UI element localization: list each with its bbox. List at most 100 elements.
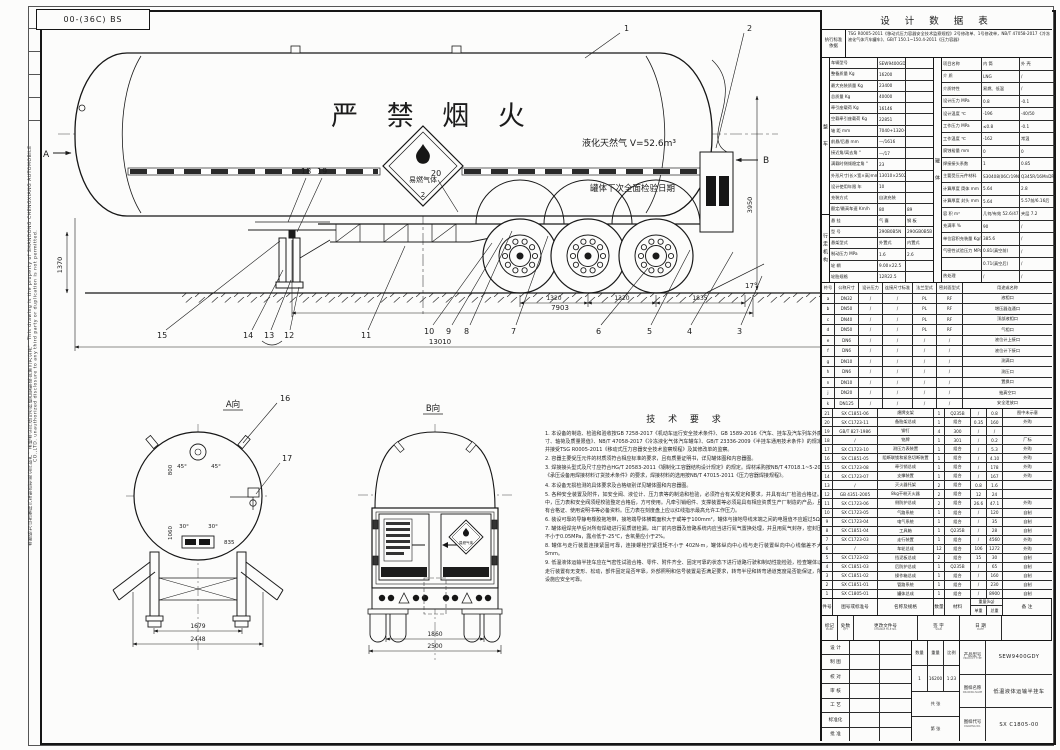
- radial-dim: 1060: [168, 526, 174, 540]
- table-cell: 4560: [987, 535, 1003, 544]
- svg-text:14: 14: [243, 331, 253, 340]
- svg-text:5: 5: [647, 327, 652, 336]
- table-cell: S30408(06Cr19Ni10): [982, 170, 1020, 182]
- table-cell: 0.85: [1021, 161, 1031, 167]
- table-cell: Q235B: [945, 526, 971, 535]
- table-cell: 置换口: [1001, 379, 1014, 385]
- table-cell: 20: [822, 418, 833, 427]
- svg-text:9: 9: [446, 327, 451, 336]
- table-cell: ≤0.8: [982, 120, 1020, 132]
- table-cell: 轴 距 mm: [830, 125, 878, 136]
- table-cell: 106: [971, 544, 987, 553]
- table-cell: 22851: [878, 114, 906, 125]
- table-cell: RF: [937, 325, 963, 335]
- table-cell: 自制: [1023, 509, 1032, 515]
- table-cell: 内置式: [907, 240, 920, 246]
- table-cell: 组合: [945, 418, 971, 427]
- table-cell: 1: [934, 589, 945, 598]
- table-cell: 17: [822, 445, 833, 454]
- tank-data-row: 热处理//: [942, 270, 1055, 282]
- callout-leaders: [165, 32, 763, 346]
- table-cell: SX C1723-10: [833, 445, 878, 454]
- rear-light-bar: [371, 587, 499, 610]
- table-cell: -162: [982, 133, 1020, 145]
- right-panel: 设 计 数 据 表 执行标准 依据 TSG R0005-2011《移动式压力容器…: [820, 10, 1056, 742]
- table-cell: [906, 114, 933, 124]
- table-cell: 组合: [945, 472, 971, 481]
- angle-label: 45°: [211, 464, 221, 470]
- signature-row: 校 对: [822, 669, 911, 685]
- table-cell: DN6: [835, 367, 859, 377]
- table-cell: DN50: [835, 325, 859, 335]
- table-cell: /: [913, 367, 937, 377]
- table-cell: 符号: [822, 283, 835, 293]
- table-cell: 1.6: [878, 249, 906, 260]
- table-cell: 组合: [945, 508, 971, 517]
- table-cell: 外购: [1023, 419, 1032, 425]
- table-cell: 液位计上接口: [994, 337, 1021, 343]
- table-cell: 14: [822, 472, 833, 481]
- table-cell: 连接尺寸标准: [883, 283, 913, 293]
- table-cell: [1003, 427, 1052, 435]
- table-cell: /: [833, 436, 878, 445]
- table-cell: /: [883, 314, 913, 324]
- table-cell: 外购: [1023, 536, 1032, 542]
- sheet-inner-frame: [40, 10, 1056, 745]
- table-cell: 自制: [1023, 527, 1032, 533]
- table-cell: 夹层 7.2: [1021, 210, 1038, 216]
- svg-text:7: 7: [511, 327, 516, 336]
- table-cell: 组合: [945, 589, 971, 598]
- vehicle-data-row: 前悬/后悬 mm—/1616: [830, 136, 933, 148]
- table-cell: 铆钉: [878, 427, 934, 436]
- table-cell: /: [859, 377, 883, 387]
- table-cell: 178: [987, 463, 1003, 472]
- svg-text:易燃气体: 易燃气体: [459, 540, 474, 545]
- table-cell: [906, 148, 933, 158]
- table-cell: 轮 辋: [830, 260, 878, 271]
- table-cell: 16: [822, 454, 833, 463]
- table-cell: 走行装置: [878, 535, 934, 544]
- table-cell: 8: [822, 526, 833, 535]
- table-cell: 工具箱: [878, 526, 934, 535]
- table-cell: /: [971, 409, 987, 418]
- tank-dome: [374, 431, 496, 509]
- standards-row: 执行标准 依据 TSG R0005-2011《移动式压力容器安全技术监察规程》2…: [822, 30, 1052, 58]
- table-cell: n: [822, 377, 835, 387]
- table-cell: 1: [934, 463, 945, 472]
- table-cell: /: [913, 356, 937, 366]
- svg-text:7903: 7903: [551, 304, 569, 312]
- front-view: A向 45° 45° 30° 30° 800 1060 835: [112, 394, 292, 652]
- table-cell: 法兰型式: [913, 283, 937, 293]
- rear-view: B向: [358, 403, 512, 660]
- vehicle-data-row: 满载时侧倾稳定角 °23: [830, 159, 933, 171]
- table-cell: d: [822, 325, 835, 335]
- svg-text:A: A: [43, 150, 50, 160]
- parts-list-header: 件号 图号或标准号 名称及规格 数量 材料 重量(kg) 单重总重 备 注: [822, 599, 1052, 616]
- table-cell: SX C1723-06: [833, 499, 878, 508]
- table-cell: 10: [878, 181, 906, 192]
- table-cell: 290B0B5N: [878, 226, 906, 237]
- tech-requirement-item: 1. 本设备的制造、检验和验收按GB 7258-2017《机动车运行安全技术条件…: [545, 431, 827, 454]
- table-cell: 组合: [945, 580, 971, 589]
- table-cell: /: [937, 398, 963, 408]
- table-cell: /: [883, 293, 913, 303]
- table-cell: 13010×2502×3950: [878, 170, 906, 181]
- table-cell: 1: [934, 535, 945, 544]
- table-cell: 前悬/后悬 mm: [830, 136, 878, 147]
- vehicle-group-labels: 整 车 行走机构: [822, 58, 830, 282]
- svg-text:1860: 1860: [427, 631, 442, 638]
- rear-placard: 易燃气体: [448, 519, 484, 555]
- table-cell: h: [822, 367, 835, 377]
- table-cell: 空载牵引座载荷 Kg: [830, 114, 878, 125]
- table-cell: 2: [934, 499, 945, 508]
- table-cell: 7040+1320+1325: [878, 125, 906, 136]
